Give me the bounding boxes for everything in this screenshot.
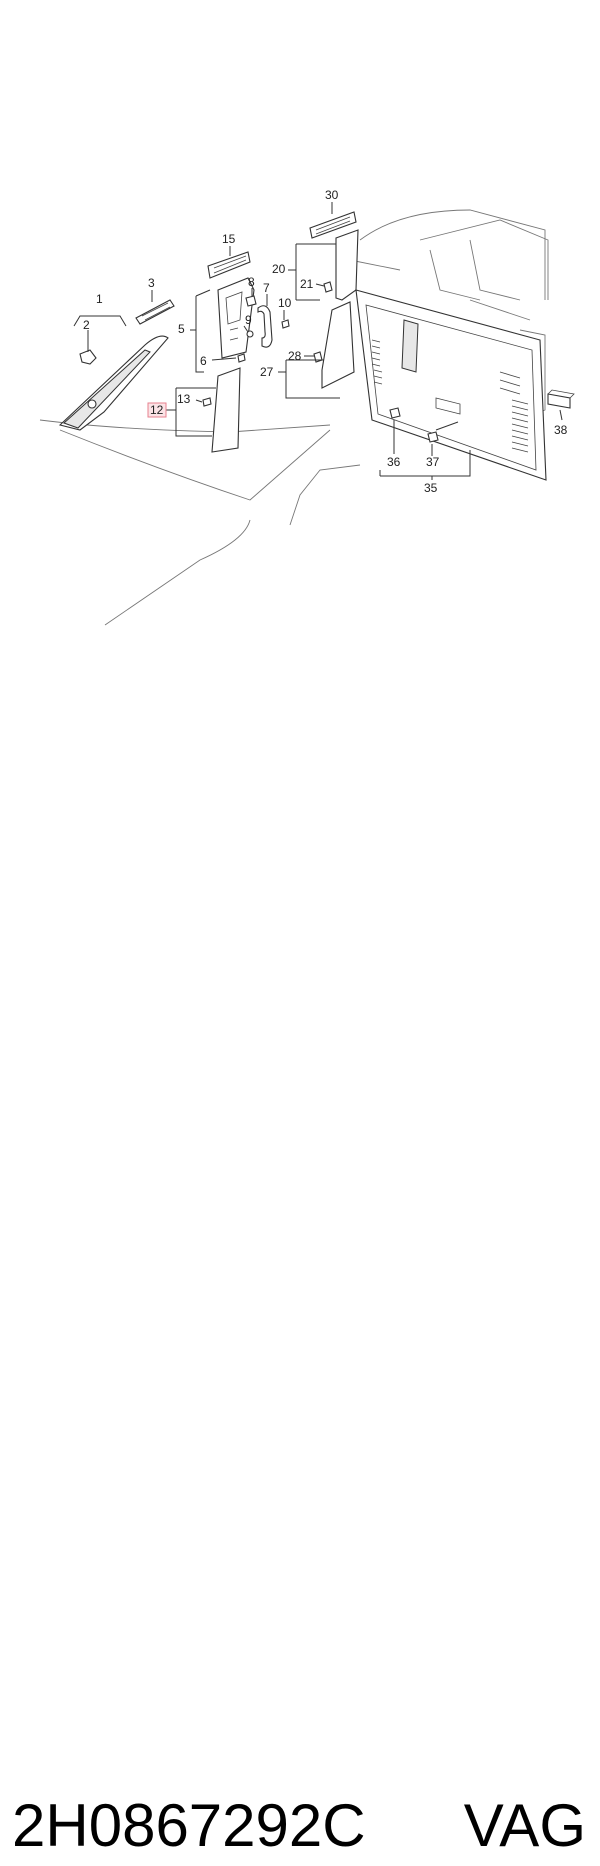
leader-lines (73, 202, 563, 480)
callout-38: 38 (554, 423, 568, 437)
a-pillar-trim (58, 335, 169, 431)
brand-label: VAG (463, 1792, 586, 1859)
callout-21: 21 (300, 277, 314, 291)
c-pillar-upper-trim (335, 229, 359, 301)
callout-27: 27 (260, 365, 274, 379)
rear-wall-trim-panel (355, 289, 547, 481)
callout-10: 10 (278, 296, 292, 310)
fasteners-8-9-10 (237, 295, 290, 363)
callout-9: 9 (245, 313, 252, 327)
callout-37: 37 (426, 455, 440, 469)
b-pillar-upper-trim (217, 277, 255, 359)
clip-2 (79, 349, 97, 365)
screw-13 (202, 397, 212, 407)
bracket-15 (207, 251, 251, 279)
clips-36-37 (389, 407, 439, 443)
callout-1: 1 (96, 292, 103, 306)
b-pillar-lower-trim (211, 367, 241, 453)
callout-6: 6 (200, 354, 207, 368)
callout-36: 36 (387, 455, 401, 469)
cover-38 (547, 389, 575, 409)
parts-diagram: 1 2 3 5 6 7 8 9 10 12 13 15 20 21 27 28 … (39, 188, 575, 626)
callout-labels: 1 2 3 5 6 7 8 9 10 12 13 15 20 21 27 28 … (83, 188, 568, 495)
callout-20: 20 (272, 262, 286, 276)
callout-8: 8 (248, 275, 255, 289)
callout-12: 12 (150, 403, 164, 417)
callout-7: 7 (263, 281, 270, 295)
callout-13: 13 (177, 392, 191, 406)
bracket-30 (309, 211, 357, 239)
bracket-3 (135, 299, 175, 325)
clip-21 (323, 281, 333, 293)
part-number: 2H0867292C (12, 1792, 366, 1859)
callout-5: 5 (178, 322, 185, 336)
callout-30: 30 (325, 188, 339, 202)
footer: 2H0867292C VAG (0, 890, 600, 1859)
callout-35: 35 (424, 481, 438, 495)
callout-15: 15 (222, 232, 236, 246)
highlight-box-12 (147, 402, 167, 418)
callout-3: 3 (148, 276, 155, 290)
c-pillar-lower-trim (321, 301, 355, 389)
callout-2: 2 (83, 318, 90, 332)
callout-28: 28 (288, 349, 302, 363)
grab-handle (257, 305, 273, 348)
